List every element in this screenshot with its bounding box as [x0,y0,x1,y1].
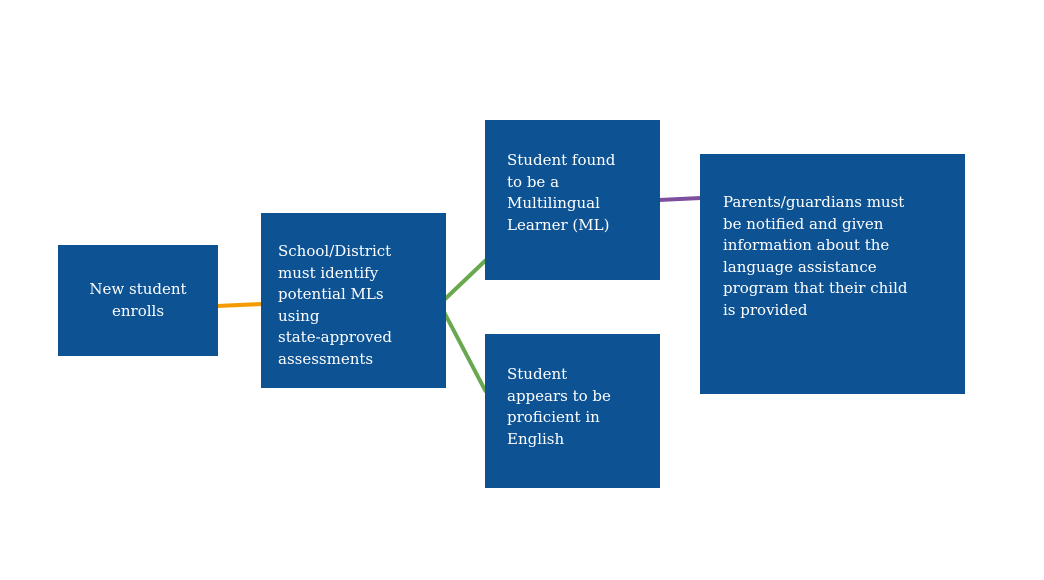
node-text: New student enrolls [89,280,187,320]
connector-identify-ml [442,258,488,302]
node-text: School/District must identify potential … [278,242,392,368]
node-found-ml: Student found to be a Multilingual Learn… [485,120,660,280]
connector-enroll-identify [216,302,263,308]
node-identify-potential-mls: School/District must identify potential … [261,213,446,388]
node-notify-parents: Parents/guardians must be notified and g… [700,154,965,394]
node-text: Student found to be a Multilingual Learn… [507,151,616,234]
node-text: Parents/guardians must be notified and g… [723,193,908,319]
node-proficient-english: Student appears to be proficient in Engl… [485,334,660,488]
node-new-student-enrolls: New student enrolls [58,245,218,356]
connector-ml-notify [658,196,702,202]
node-text: Student appears to be proficient in Engl… [507,365,611,448]
connector-identify-proficient [442,311,488,393]
